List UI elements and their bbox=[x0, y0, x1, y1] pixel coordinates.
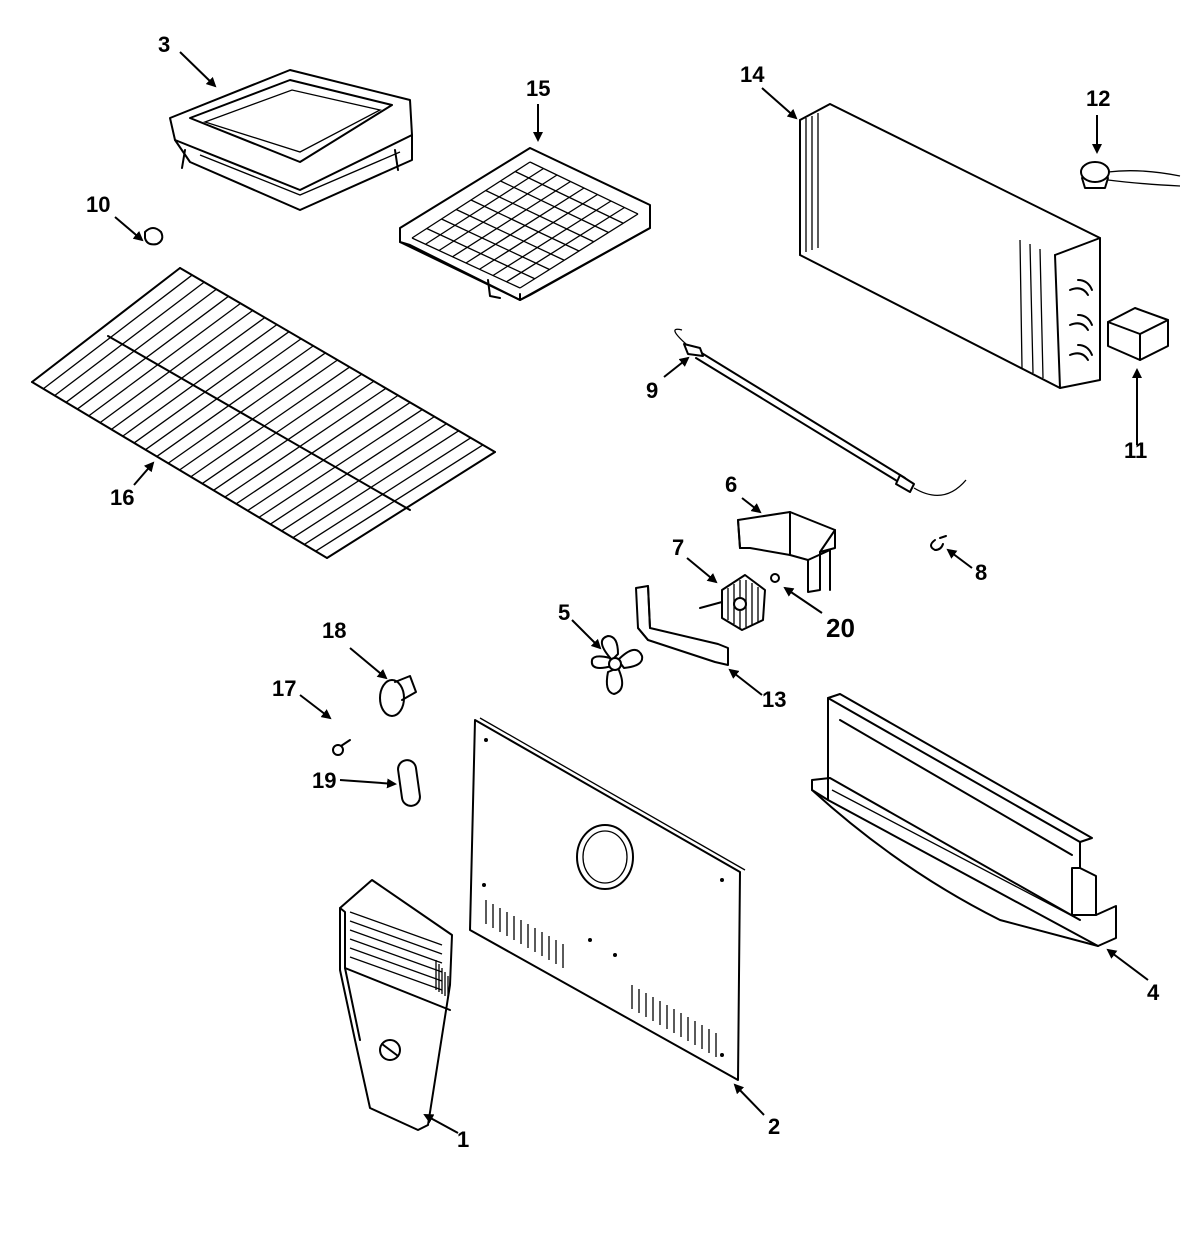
callout-11: 11 bbox=[1124, 438, 1147, 463]
motor-bracket-part bbox=[635, 585, 729, 666]
knob-part bbox=[379, 675, 417, 717]
ice-bin-part bbox=[169, 69, 413, 211]
callout-19: 19 bbox=[312, 768, 336, 793]
callout-6: 6 bbox=[725, 472, 737, 497]
grommet-part bbox=[770, 573, 780, 583]
callout-18: 18 bbox=[322, 618, 346, 643]
evaporator-part bbox=[799, 103, 1101, 389]
callout-8: 8 bbox=[975, 560, 987, 585]
callout-12: 12 bbox=[1086, 86, 1110, 111]
callout-10: 10 bbox=[86, 192, 110, 217]
wire-shelf-part bbox=[31, 267, 496, 559]
callout-5: 5 bbox=[558, 600, 570, 625]
capsule-part bbox=[397, 759, 421, 807]
vent-cover-part bbox=[339, 879, 453, 1131]
callout-7: 7 bbox=[672, 535, 684, 560]
drain-trough-part bbox=[811, 693, 1117, 947]
callout-9: 9 bbox=[646, 378, 658, 403]
callout-15: 15 bbox=[526, 76, 550, 101]
mounting-bracket-part bbox=[737, 511, 836, 593]
callout-4: 4 bbox=[1147, 980, 1160, 1005]
callout-labels: 3 15 14 12 10 9 11 16 6 7 8 20 5 13 18 1… bbox=[86, 32, 1160, 1152]
callout-16: 16 bbox=[110, 485, 134, 510]
sensor-part bbox=[1080, 161, 1181, 189]
fan-motor-part bbox=[699, 574, 766, 631]
rear-panel-part bbox=[469, 717, 746, 1081]
leader-lines bbox=[114, 51, 1149, 1134]
callout-2: 2 bbox=[768, 1114, 780, 1139]
defrost-heater-part bbox=[674, 328, 967, 496]
screw-part bbox=[332, 739, 351, 756]
callout-20: 20 bbox=[826, 613, 855, 643]
ice-cube-tray-part bbox=[399, 147, 651, 301]
fan-blade-part bbox=[590, 635, 644, 695]
wire-clip-part bbox=[930, 535, 947, 551]
shelf-clip-part bbox=[144, 227, 164, 246]
callout-3: 3 bbox=[158, 32, 170, 57]
terminal-block-part bbox=[1107, 307, 1169, 361]
callout-1: 1 bbox=[457, 1127, 469, 1152]
callout-17: 17 bbox=[272, 676, 296, 701]
callout-13: 13 bbox=[762, 687, 786, 712]
callout-14: 14 bbox=[740, 62, 765, 87]
